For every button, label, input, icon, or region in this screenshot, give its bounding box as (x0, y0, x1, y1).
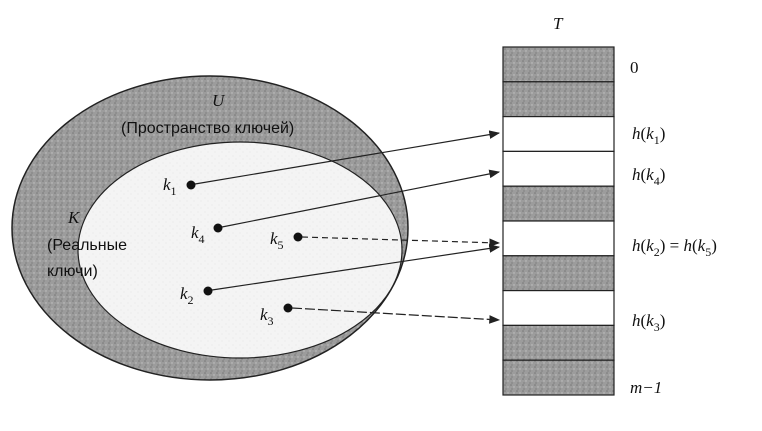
slot-label-k1: h(k1) (632, 124, 665, 147)
table-slot-4 (502, 185, 615, 222)
key-label: k (180, 284, 188, 303)
key-k5: k5 (270, 229, 303, 252)
key-k1: k1 (163, 175, 196, 198)
table-slot-0 (502, 46, 615, 83)
table-slot-1 (502, 81, 615, 118)
hash-table (502, 46, 615, 396)
svg-text:k3: k3 (260, 305, 274, 328)
key-k4: k4 (191, 223, 223, 246)
arrow-k3 (291, 307, 501, 324)
svg-text:k4: k4 (191, 223, 205, 246)
actual-keys-caption-line1: (Реальные (47, 237, 127, 254)
slot-label-k2-k5: h(k2) = h(k5) (632, 236, 717, 259)
key-subscript: 2 (188, 293, 194, 307)
svg-text:k1: k1 (163, 175, 177, 198)
arrow-k2 (211, 244, 501, 291)
table-slot-6 (502, 255, 615, 292)
key-subscript: 4 (199, 232, 205, 246)
key-dot (203, 286, 213, 296)
key-label: k (191, 223, 199, 242)
key-label: k (270, 229, 278, 248)
key-label: k (260, 305, 268, 324)
table-slot-5 (502, 220, 615, 257)
arrow-k5 (301, 236, 501, 248)
universe-symbol: U (212, 91, 226, 110)
slot-label-k3: h(k3) (632, 311, 665, 334)
table-last-index: m−1 (630, 378, 662, 397)
key-dot (293, 232, 303, 242)
key-subscript: 3 (268, 314, 274, 328)
key-dot (283, 303, 293, 313)
key-subscript: 1 (171, 184, 177, 198)
actual-keys-caption-line2: ключи) (47, 263, 98, 280)
arrow-k4 (221, 169, 501, 228)
table-slot-2 (502, 115, 615, 152)
key-label: k (163, 175, 171, 194)
universe-caption: (Пространство ключей) (121, 120, 294, 137)
table-slot-8 (502, 324, 615, 361)
svg-text:k5: k5 (270, 229, 284, 252)
arrow-k1 (194, 130, 501, 185)
key-k3: k3 (260, 303, 293, 328)
table-slot-9 (502, 359, 615, 396)
table-slot-3 (502, 150, 615, 187)
key-dot (186, 180, 196, 190)
key-k2: k2 (180, 284, 213, 307)
actual-keys-ellipse (77, 141, 403, 359)
table-first-index: 0 (630, 58, 639, 77)
table-symbol: T (553, 14, 564, 33)
actual-keys-symbol: K (67, 208, 81, 227)
slot-label-k4: h(k4) (632, 165, 665, 188)
table-slot-7 (502, 290, 615, 327)
key-dot (213, 223, 223, 233)
svg-text:k2: k2 (180, 284, 194, 307)
key-subscript: 5 (278, 238, 284, 252)
